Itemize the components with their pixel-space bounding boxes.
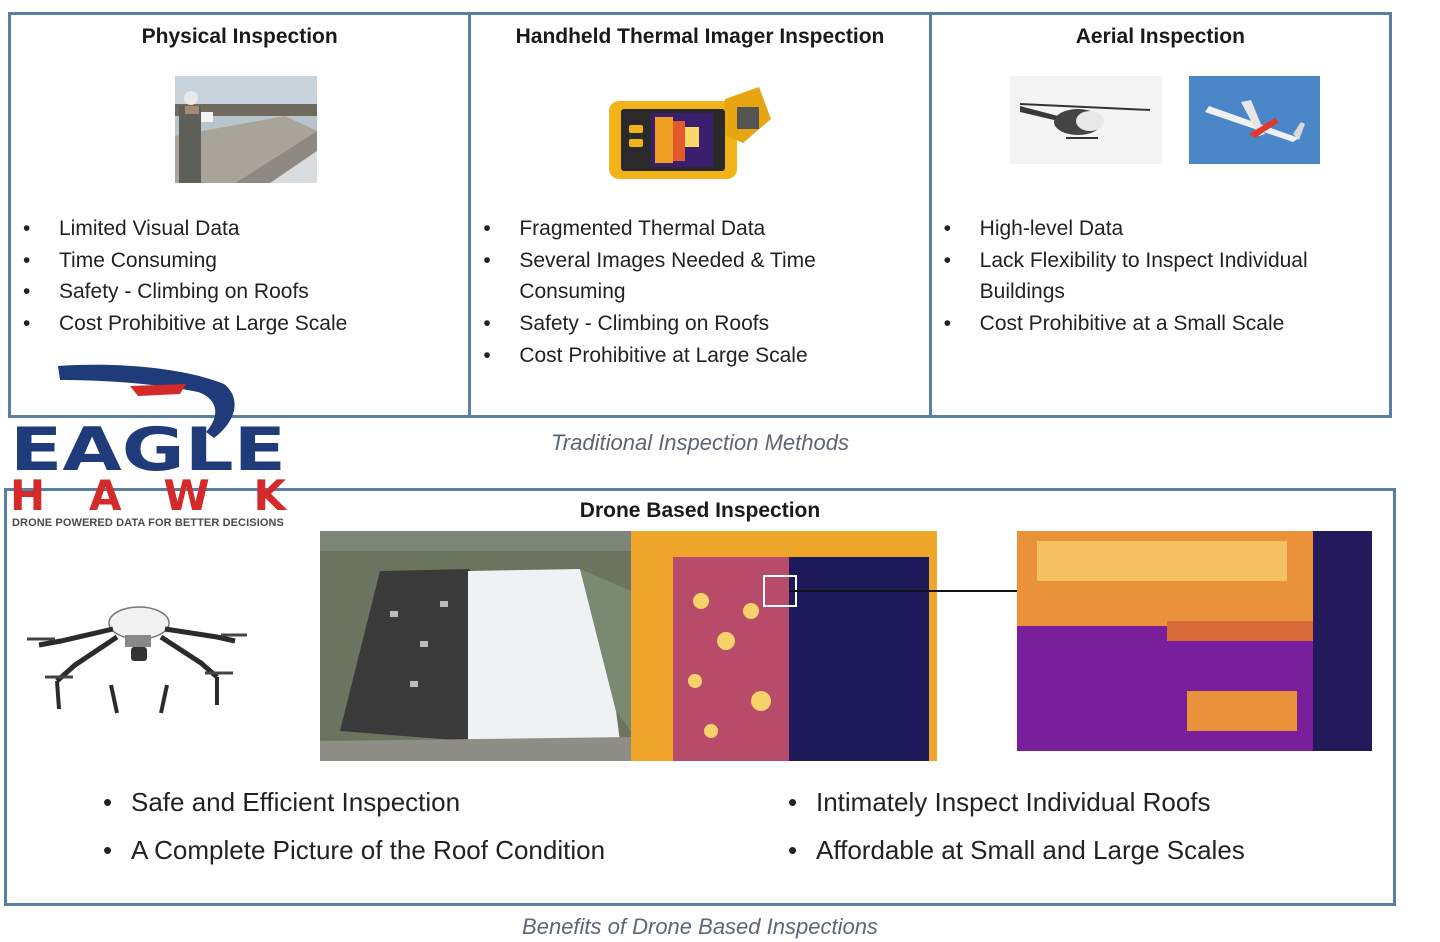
bullet-item: Limited Visual Data [23,213,347,245]
bullet-item-continuation: Consuming [519,280,626,304]
physical-inspection-panel: Physical Inspection Limited Visual Data … [11,15,468,415]
bullet-item: A Complete Picture of the Roof Condition [103,826,605,874]
bullet-item-continuation: Buildings [979,280,1065,304]
thermal-closeup-image [1017,531,1372,751]
bullet-item: Safety - Climbing on Roofs [483,308,815,340]
bullet-item: Cost Prohibitive at Large Scale [483,340,815,372]
handheld-thermal-panel: Handheld Thermal Imager Inspection Fragm… [468,15,928,415]
bullet-item: Several Images Needed & Time [483,245,815,277]
handheld-thermal-bullets: Fragmented Thermal Data Several Images N… [483,213,815,372]
inspector-photo [175,76,317,183]
drone-image [27,606,247,714]
bullet-item: Affordable at Small and Large Scales [788,826,1245,874]
bullet-item: Safety - Climbing on Roofs [23,276,347,308]
bullet-item: Time Consuming [23,245,347,277]
drone-benefits-right: Intimately Inspect Individual Roofs Affo… [788,778,1245,874]
bullet-item: Cost Prohibitive at Large Scale [23,308,347,340]
thermal-camera-image [609,87,772,179]
drone-benefits-left: Safe and Efficient Inspection A Complete… [103,778,605,874]
aerial-inspection-bullets: High-level Data Lack Flexibility to Insp… [944,213,1308,340]
handheld-thermal-title: Handheld Thermal Imager Inspection [515,25,885,48]
airplane-photo [1188,76,1320,164]
bullet-item: Intimately Inspect Individual Roofs [788,778,1245,826]
bullet-item: Safe and Efficient Inspection [103,778,605,826]
physical-inspection-bullets: Limited Visual Data Time Consuming Safet… [23,213,347,340]
traditional-methods-panel: Physical Inspection Limited Visual Data … [8,12,1392,418]
drone-benefits-caption: Benefits of Drone Based Inspections [522,914,878,939]
aerial-inspection-title: Aerial Inspection [1075,25,1245,48]
eagle-hawk-logo-mark: EAGLE HAWK [10,364,287,520]
bullet-item: Cost Prohibitive at a Small Scale [944,308,1308,340]
thermal-roof-image [631,531,937,761]
traditional-methods-caption: Traditional Inspection Methods [551,430,849,455]
eagle-hawk-logo: EAGLE HAWK DRONE POWERED DATA FOR BETTER… [10,362,310,534]
bullet-item: Lack Flexibility to Inspect Individual [944,245,1308,277]
drone-inspection-panel: Drone Based Inspection [4,488,1396,906]
logo-tagline: DRONE POWERED DATA FOR BETTER DECISIONS [12,517,284,529]
bullet-item: Fragmented Thermal Data [483,213,815,245]
svg-text:EAGLE: EAGLE [10,415,286,485]
bullet-item: High-level Data [944,213,1308,245]
drone-inspection-title: Drone Based Inspection [579,499,821,522]
helicopter-photo [1009,76,1162,164]
aerial-inspection-panel: Aerial Inspection High-level Data Lack F… [928,15,1389,415]
physical-inspection-title: Physical Inspection [141,25,338,48]
aerial-roof-photo [320,531,631,761]
